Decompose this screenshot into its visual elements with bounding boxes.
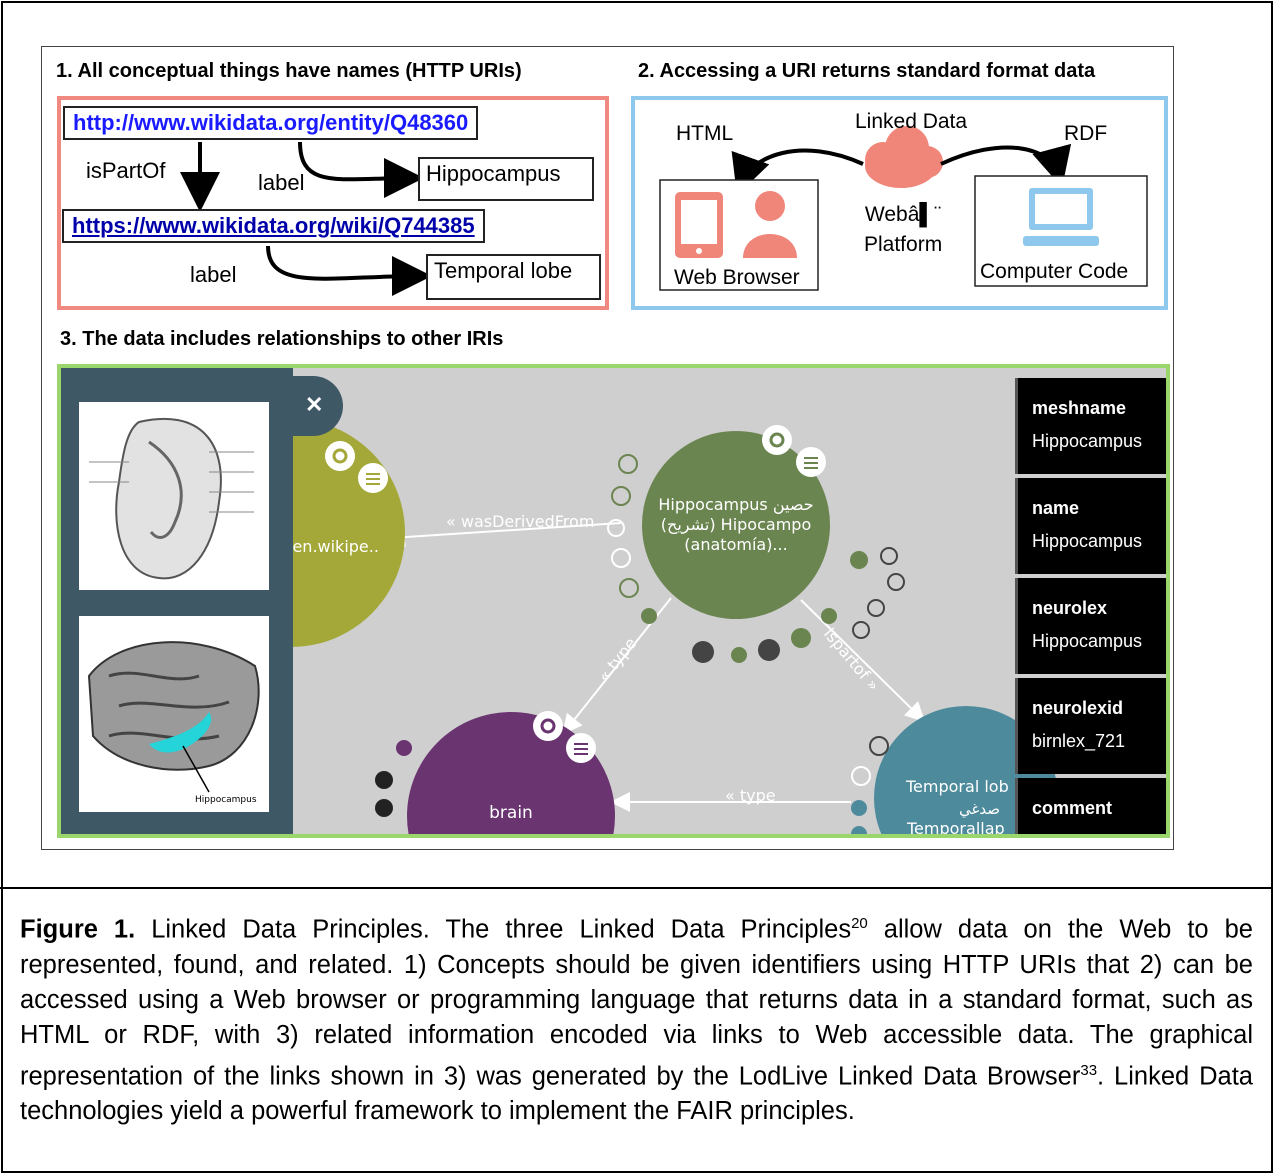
platform-label: Webâ▌¨ Platform [864, 203, 943, 256]
uri-box-2[interactable]: https://www.wikidata.org/wiki/Q744385 [62, 209, 485, 243]
web-browser-label: Web Browser [674, 266, 800, 289]
node-temporal-line-2: صدغي [959, 800, 1000, 819]
user-icon [743, 191, 797, 258]
property-dots[interactable] [375, 454, 905, 834]
panel2-graphics [659, 126, 1148, 291]
image-side-panel: Hippocampus [61, 368, 293, 834]
edge-partof-label: ispartof » [820, 624, 883, 694]
panel-uris [57, 96, 609, 310]
uri-box-1[interactable]: http://www.wikidata.org/entity/Q48360 [63, 106, 479, 140]
node-brain-label: brain [489, 803, 533, 823]
section-1-title: 1. All conceptual things have names (HTT… [56, 60, 522, 82]
linked-data-label: Linked Data [855, 110, 968, 133]
prop-key: neurolex [1032, 598, 1108, 618]
brain-section-drawing [89, 417, 254, 580]
panel-formats [631, 96, 1168, 310]
prop-key: meshname [1032, 398, 1127, 418]
prop-value: birnlex_721 [1032, 731, 1126, 751]
section-2-title: 2. Accessing a URI returns standard form… [638, 60, 1096, 82]
caption-text-c: . Linked Data technologies yield a power… [20, 1062, 1253, 1125]
uri-1[interactable]: http://www.wikidata.org/entity/Q48360 [73, 110, 469, 135]
figure-caption: Figure 1. Linked Data Principles. The th… [20, 906, 1253, 1129]
node-wiki-label: /en.wikipe.. [287, 537, 379, 556]
node-hippo-line-2: (تشريح) Hipocampo [661, 515, 811, 535]
edge-type-2-label: « type [725, 786, 776, 805]
html-arrow [731, 148, 864, 196]
citation-20: 20 [851, 915, 868, 932]
panel1-arrows [180, 141, 432, 297]
list-icon[interactable] [796, 447, 826, 477]
edge-type-1-label: « type [594, 634, 640, 686]
edge-derived [385, 522, 622, 548]
edge-derived-label: « wasDerivedFrom [446, 512, 594, 531]
section-3-title: 3. The data includes relationships to ot… [60, 328, 504, 350]
edge-partof [800, 599, 926, 723]
hippocampus-drawing: Hippocampus [87, 641, 260, 805]
close-icon[interactable]: ✕ [305, 392, 324, 417]
caption-divider [0, 887, 1273, 889]
uri-2[interactable]: https://www.wikidata.org/wiki/Q744385 [72, 213, 475, 238]
list-icon[interactable] [566, 733, 596, 763]
figure-label: Figure 1. [20, 915, 136, 944]
rdf-arrow [940, 143, 1072, 188]
label-arrow-1 [298, 141, 424, 199]
brain-section-image [79, 402, 269, 590]
caption-text-b: allow data on the Web to be represented,… [20, 915, 1253, 1091]
citation-33: 33 [1080, 1061, 1098, 1079]
hippocampus-caption: Hippocampus [195, 795, 257, 805]
prop-value: Hippocampus [1032, 631, 1143, 651]
node-hippocampus: Hippocampus [418, 157, 594, 201]
label-edge-2: label [190, 262, 237, 287]
html-label: HTML [676, 122, 734, 145]
ispartof-label: isPartOf [86, 158, 166, 183]
prop-value: Hippocampus [1032, 431, 1143, 451]
rdf-label: RDF [1064, 122, 1108, 145]
prop-neurolexid: neurolexid birnlex_721 [1015, 678, 1166, 774]
panel-lodlive: Hippocampus حصين (تشريح) Hipocampo (anat… [57, 364, 1170, 838]
tablet-icon [675, 192, 723, 258]
cloud-icon [865, 126, 943, 188]
gear-icon[interactable] [533, 711, 563, 741]
node-hippo-line-3: (anatomía)... [684, 535, 787, 554]
prop-key: comment [1032, 798, 1113, 818]
prop-value: Hippocampus [1032, 531, 1143, 551]
list-icon[interactable] [358, 463, 388, 493]
node-temporal-line-3: Temporallap [906, 819, 1005, 834]
node-temporal-lobe: Temporal lobe [426, 254, 601, 300]
label-edge-1: label [258, 170, 305, 195]
prop-comment: comment [1015, 778, 1166, 834]
node-brain[interactable] [407, 712, 615, 834]
close-button[interactable]: ✕ [293, 376, 343, 436]
prop-key: name [1032, 498, 1080, 518]
gear-icon[interactable] [762, 425, 792, 455]
node-temporal-graph[interactable] [874, 706, 1058, 834]
caption-text-a: Linked Data Principles. The three Linked… [135, 915, 852, 944]
label-arrow-2 [266, 245, 432, 297]
node-temporal-line-1: Temporal lob [905, 777, 1009, 796]
computer-icon [1023, 188, 1099, 246]
node-hippocampus-graph[interactable] [642, 431, 830, 619]
node-hippo-line-1: Hippocampus حصين [658, 495, 813, 515]
computer-code-label: Computer Code [980, 260, 1129, 283]
hippocampus-image: Hippocampus [79, 616, 269, 812]
prop-key: neurolexid [1032, 698, 1124, 718]
gear-icon[interactable] [325, 441, 355, 471]
